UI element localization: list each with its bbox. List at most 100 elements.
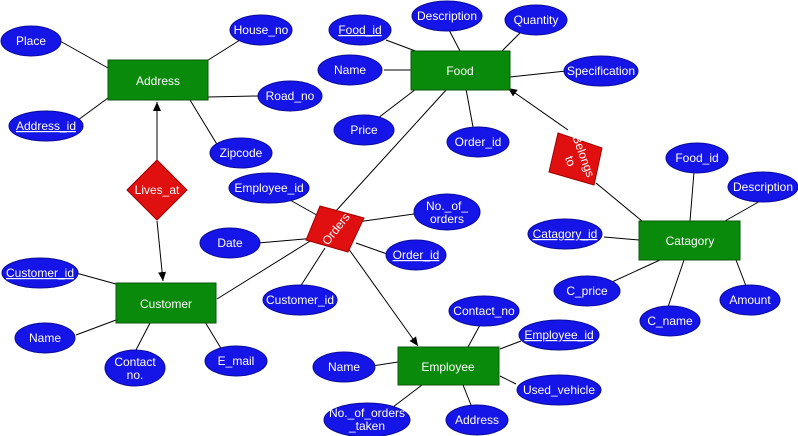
entity-address: Address <box>107 59 209 101</box>
attribute-amount: Amount <box>719 284 781 316</box>
svg-text:Employee_id: Employee_id <box>524 328 593 342</box>
edge-customer-e-mail <box>204 321 223 351</box>
svg-text:No._of_orders: No._of_orders <box>329 406 405 420</box>
edge-employee-name <box>371 361 399 367</box>
edge-food-food-id <box>385 39 419 53</box>
attribute-description: Description <box>411 0 483 32</box>
lives-at-label: Lives_at <box>135 183 180 197</box>
employee-label: Employee <box>421 360 475 374</box>
edge-address-place <box>59 40 109 69</box>
svg-text:E_mail: E_mail <box>218 354 255 368</box>
edge-customer-contact-no <box>135 322 151 351</box>
svg-text:Customer_id: Customer_id <box>6 266 74 280</box>
edge-orders-order-id <box>355 242 391 256</box>
attribute-specification: Specification <box>563 55 639 87</box>
entity-customer: Customer <box>115 282 217 324</box>
edge-food-price <box>377 88 417 119</box>
edge-address-road-no <box>207 95 259 98</box>
edge-orders-food <box>334 88 448 213</box>
attribute-order-id-orders: Order_id <box>385 239 447 271</box>
svg-text:Food_id: Food_id <box>338 23 381 37</box>
attribute-no-of-orders-taken: No._of_orders _taken <box>323 402 411 436</box>
attribute-c-price: C_price <box>553 275 621 307</box>
svg-text:Quantity: Quantity <box>514 13 559 27</box>
attribute-e-mail: E_mail <box>204 345 268 377</box>
svg-text:no.: no. <box>127 368 144 382</box>
edge-catagory-food-id <box>689 171 695 222</box>
attribute-food-name: Name <box>317 54 383 86</box>
svg-text:Place: Place <box>16 34 46 48</box>
svg-text:Used_vehicle: Used_vehicle <box>523 383 595 397</box>
belongs-to-label-line2: to <box>562 154 579 168</box>
svg-text:C_name: C_name <box>647 314 693 328</box>
edge-address-house-no <box>204 39 241 63</box>
edge-catagory-catagory-id <box>603 236 640 241</box>
edge-orders-customer-id <box>299 247 326 288</box>
edges <box>59 27 763 408</box>
svg-text:Name: Name <box>328 360 360 374</box>
attribute-cat-description: Description <box>727 171 798 203</box>
edge-employee-no-of-orders-taken <box>392 384 423 408</box>
edge-address-address-id <box>77 97 109 121</box>
attribute-employee-address: Address <box>445 404 509 436</box>
edge-customer-customer-id <box>75 272 117 285</box>
edge-catagory-c-name <box>667 259 685 308</box>
catagory-label: Catagory <box>666 234 715 248</box>
attribute-customer-id-orders: Customer_id <box>262 284 338 316</box>
edge-customer-name <box>75 319 117 336</box>
customer-label: Customer <box>140 297 192 311</box>
svg-text:Contact: Contact <box>114 355 156 369</box>
attribute-order-id-food: Order_id <box>446 126 510 158</box>
attribute-address-id: Address_id <box>8 110 84 142</box>
svg-text:Price: Price <box>350 123 378 137</box>
address-label: Address <box>136 74 180 88</box>
attribute-contact-no-customer: Contact no. <box>104 349 166 387</box>
svg-text:Name: Name <box>29 331 61 345</box>
edge-food-specification <box>509 70 567 78</box>
attribute-contact-no-employee: Contact_no <box>448 295 520 327</box>
svg-text:Employee_id: Employee_id <box>234 181 303 195</box>
attribute-road-no: Road_no <box>257 80 323 112</box>
svg-text:Amount: Amount <box>729 293 771 307</box>
food-label: Food <box>446 64 473 78</box>
attribute-used-vehicle: Used_vehicle <box>516 374 602 406</box>
relationship-belongs-to: Belongs to <box>548 132 603 186</box>
attribute-place: Place <box>0 25 62 57</box>
svg-text:Name: Name <box>334 63 366 77</box>
svg-text:Description: Description <box>417 9 477 23</box>
attribute-food-id: Food_id <box>328 14 392 46</box>
attribute-cat-food-id: Food_id <box>665 142 729 174</box>
attribute-no-of-orders: No._of_ orders <box>413 193 481 231</box>
edge-orders-no-of-orders <box>356 213 415 223</box>
attribute-employee-id-orders: Employee_id <box>228 172 310 204</box>
edge-address-zipcode <box>189 99 219 147</box>
attribute-price: Price <box>333 114 395 146</box>
svg-text:_taken: _taken <box>348 419 385 433</box>
relationship-lives-at: Lives_at <box>126 159 188 221</box>
svg-text:House_no: House_no <box>234 23 289 37</box>
attribute-date: Date <box>199 227 261 259</box>
edge-lives-at-customer <box>156 220 167 282</box>
svg-text:Customer_id: Customer_id <box>266 293 334 307</box>
entity-food: Food <box>410 50 511 91</box>
svg-text:Address_id: Address_id <box>16 119 76 133</box>
svg-text:Date: Date <box>217 236 243 250</box>
edge-catagory-c-price <box>611 259 661 283</box>
edge-employee-used-vehicle <box>499 375 517 385</box>
edge-employee-contact-no <box>467 324 481 348</box>
svg-text:Address: Address <box>455 413 499 427</box>
attribute-zipcode: Zipcode <box>209 137 273 169</box>
svg-text:No._of_: No._of_ <box>426 199 468 213</box>
svg-text:orders: orders <box>430 212 464 226</box>
edge-employee-employee-id <box>499 340 522 350</box>
edge-catagory-description <box>724 199 763 222</box>
svg-text:C_price: C_price <box>566 284 608 298</box>
edge-food-description <box>447 27 461 52</box>
svg-text:Catagory_id: Catagory_id <box>533 227 598 241</box>
attribute-house-no: House_no <box>229 14 293 46</box>
svg-text:Food_id: Food_id <box>675 151 718 165</box>
attribute-employee-id: Employee_id <box>518 319 600 351</box>
attribute-customer-name: Name <box>14 322 76 354</box>
svg-text:Specification: Specification <box>567 64 635 78</box>
